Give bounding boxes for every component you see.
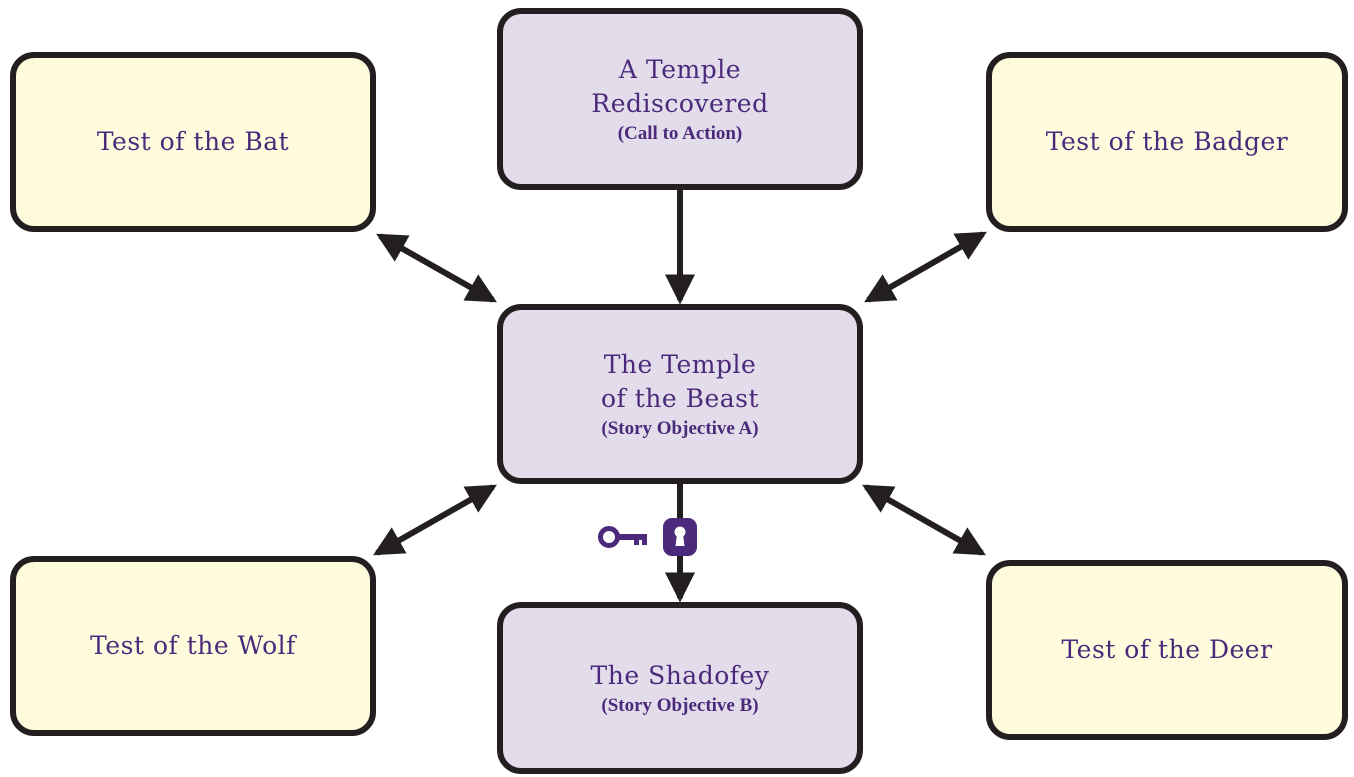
arrow-bat-beast	[376, 233, 497, 303]
node-title-line2: of the Beast	[600, 384, 760, 413]
node-test-of-the-wolf: Test of the Wolf	[10, 556, 376, 736]
node-title-line2: Rediscovered	[591, 89, 769, 118]
node-title: Test of the Wolf	[90, 631, 296, 661]
node-test-of-the-bat: Test of the Bat	[10, 52, 376, 232]
node-title: Test of the Badger	[1045, 127, 1289, 157]
arrow-badger-beast	[864, 231, 987, 303]
arrow-wolf-beast	[373, 484, 497, 556]
node-title-line1: A Temple	[618, 55, 742, 85]
lock-icon	[663, 518, 697, 556]
node-title: Test of the Deer	[1061, 635, 1273, 665]
node-the-shadofey: The Shadofey (Story Objective B)	[497, 602, 863, 774]
node-title: Test of the Bat	[96, 127, 290, 157]
node-test-of-the-deer: Test of the Deer	[986, 560, 1348, 740]
node-test-of-the-badger: Test of the Badger	[986, 52, 1348, 232]
node-a-temple-rediscovered: A Temple Rediscovered (Call to Action)	[497, 8, 863, 190]
node-subtitle: (Call to Action)	[617, 122, 743, 144]
arrow-deer-beast	[862, 484, 986, 556]
node-subtitle: (Story Objective B)	[601, 694, 759, 716]
node-title: The Shadofey	[590, 661, 770, 691]
node-temple-of-the-beast: The Temple of the Beast (Story Objective…	[497, 304, 863, 484]
node-title-line1: The Temple	[603, 350, 757, 380]
node-subtitle: (Story Objective A)	[601, 417, 759, 439]
key-icon	[598, 526, 647, 548]
